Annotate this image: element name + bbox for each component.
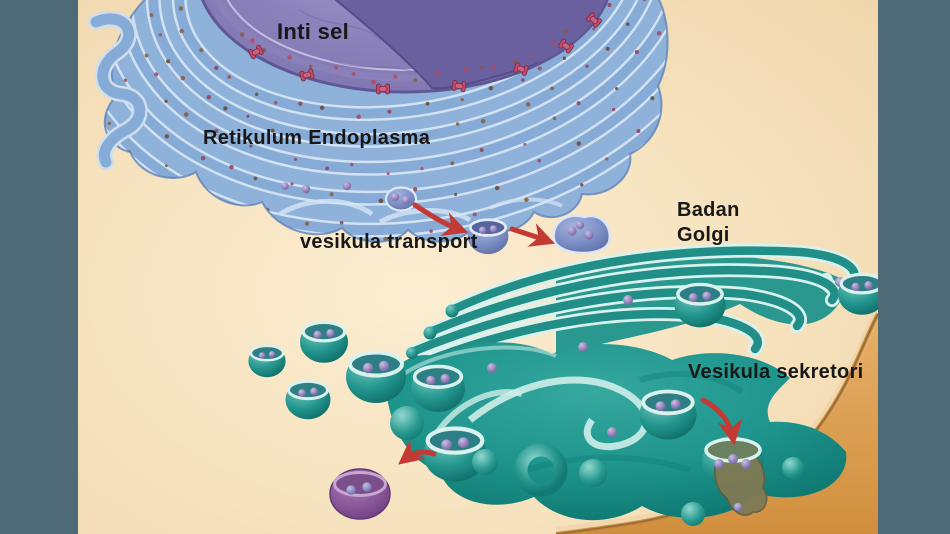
arrow-golgi-to-lysosome [398,439,437,465]
vesicle-ball [681,502,705,526]
label-secretory-vesicle: Vesikula sekretori [688,361,864,383]
lysosome-vesicle [329,468,391,520]
arrow-er-to-vesicle [412,202,469,236]
arrow-vesicle-to-golgi [509,223,556,247]
transport-vesicles [466,214,612,256]
label-nucleus: Inti sel [277,19,350,44]
vesicle-ring [514,443,568,497]
smooth-er-tubule [88,10,148,170]
vesicle-ball [390,406,424,440]
golgi-vesicles [247,271,888,526]
vesicle-ball [579,459,607,487]
vesicle-ball [782,457,804,479]
arrow-golgi-to-membrane [700,397,743,446]
er-budding-vesicle [384,186,418,212]
secreted-particle [733,502,743,512]
label-golgi-apparatus: Badan Golgi [677,199,740,246]
label-endoplasmic-reticulum: Retikulum Endoplasma [203,127,431,149]
letterbox-left [0,0,78,534]
nucleus [201,0,612,95]
nucleus-cutaway-wedge [335,0,612,90]
vesicle-ball [472,449,498,475]
letterbox-right [878,0,950,534]
vesicle-fusing-with-golgi [552,214,612,255]
perinuclear-speckles [239,29,569,85]
flow-arrows [398,202,743,465]
label-transport-vesicle: vesikula transport [300,231,478,253]
